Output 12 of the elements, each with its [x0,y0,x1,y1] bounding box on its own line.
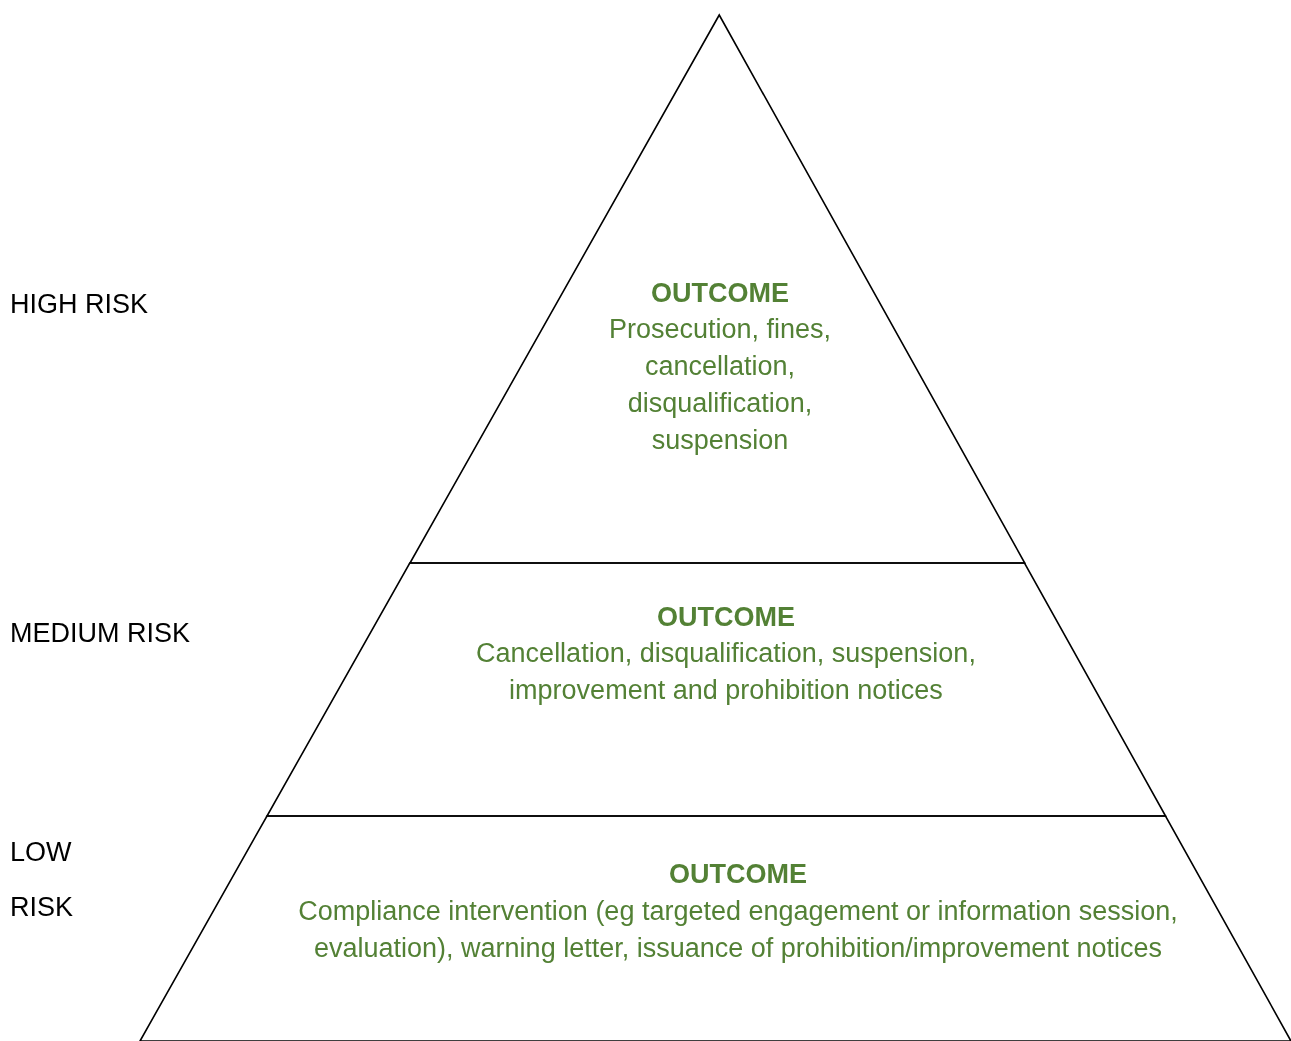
pyramid-tier [267,563,1166,816]
tier-description: Compliance intervention (eg targeted engagement or information session, evaluation), warning letter, issuance of prohibition/improvement notices [297,895,1179,965]
pyramid-tier [409,15,1025,563]
tier-heading: OUTCOME [668,859,808,889]
tier-heading: OUTCOME [656,602,796,632]
tier-description: Cancellation, disqualification, suspension, improvement and prohibition notices [475,637,977,707]
tier-heading: OUTCOME [650,278,790,308]
risk-level-label: MEDIUM RISK [10,617,191,650]
tier-description: Prosecution, fines, cancellation, disqualification, suspension [607,313,833,457]
pyramid-tier [140,816,1291,1041]
risk-level-label: LOW RISK [10,836,75,924]
risk-level-label: HIGH RISK [10,288,150,321]
